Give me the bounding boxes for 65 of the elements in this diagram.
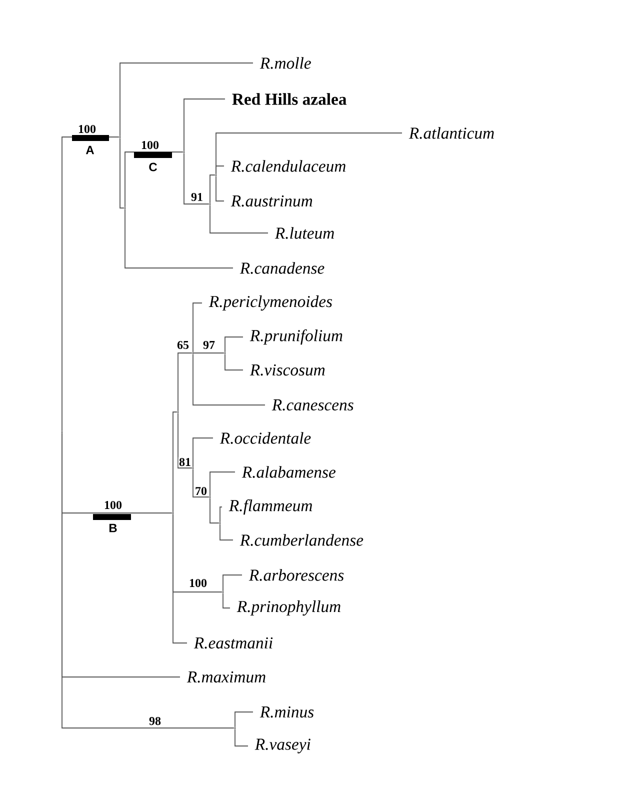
branch-line xyxy=(178,412,192,468)
species-label: R.molle xyxy=(260,57,311,69)
branch-line xyxy=(222,592,230,608)
species-label: R.maximum xyxy=(186,671,266,683)
support-value: 97 xyxy=(202,340,216,350)
species-label: R.atlanticum xyxy=(408,127,494,139)
species-label: R.prunifolium xyxy=(250,329,342,345)
branch-line xyxy=(124,208,234,268)
support-value: 70 xyxy=(194,486,208,496)
support-value: 81 xyxy=(178,457,192,467)
species-label: R.alabamense xyxy=(242,466,336,478)
branch-line xyxy=(62,432,234,728)
species-label: R.periclymenoides xyxy=(208,295,332,311)
support-value: 98 xyxy=(148,716,162,726)
species-label: R.calendulaceum xyxy=(230,160,346,172)
support-value: 91 xyxy=(190,192,204,202)
support-value: 100 xyxy=(140,140,160,150)
clade-letter: B xyxy=(109,524,117,532)
branch-line xyxy=(216,166,224,174)
branch-line xyxy=(172,412,178,512)
branch-line xyxy=(192,302,202,352)
species-label: R.arborescens xyxy=(248,569,344,581)
branch-line xyxy=(234,712,254,728)
branch-line xyxy=(178,352,192,412)
branch-line xyxy=(184,152,210,204)
species-label: R.flammeum xyxy=(228,499,312,515)
support-value: 100 xyxy=(188,578,208,588)
species-label: R.minus xyxy=(260,706,314,718)
species-label: R.eastmanii xyxy=(194,637,273,649)
support-value: 100 xyxy=(77,124,97,134)
branch-line xyxy=(184,98,226,152)
species-label: R.occidentale xyxy=(220,432,311,444)
branch-line xyxy=(192,438,214,468)
branch-line xyxy=(210,174,216,204)
branch-line xyxy=(120,62,254,136)
branch-line xyxy=(210,204,268,234)
branch-line xyxy=(192,352,224,354)
branch-line xyxy=(192,468,210,498)
branch-line xyxy=(222,574,242,592)
branch-line xyxy=(220,524,234,540)
branch-line xyxy=(216,176,224,202)
species-label: R.viscosum xyxy=(250,364,325,376)
branch-line xyxy=(224,336,244,352)
branch-line xyxy=(210,498,220,524)
clade-letter: C xyxy=(149,162,157,172)
support-value: 100 xyxy=(103,500,123,510)
branch-line xyxy=(234,728,248,746)
species-label: R.canescens xyxy=(272,399,354,411)
species-label: R.cumberlandense xyxy=(240,534,364,546)
species-label: R.vaseyi xyxy=(254,738,310,754)
branch-line xyxy=(192,354,266,406)
branch-line xyxy=(220,506,222,522)
species-label: R.luteum xyxy=(274,227,334,239)
species-label: R.austrinum xyxy=(230,195,312,207)
branch-line xyxy=(224,354,244,370)
branch-line xyxy=(120,138,124,208)
species-label: R.prinophyllum xyxy=(236,600,340,616)
branch-line xyxy=(124,152,184,208)
support-value: 65 xyxy=(176,340,190,350)
branch-line xyxy=(62,136,120,432)
branch-line xyxy=(210,472,236,496)
species-label: Red Hills azalea xyxy=(232,93,346,105)
species-label: R.canadense xyxy=(240,262,324,274)
clade-letter: A xyxy=(86,146,94,154)
branch-line xyxy=(172,514,188,644)
